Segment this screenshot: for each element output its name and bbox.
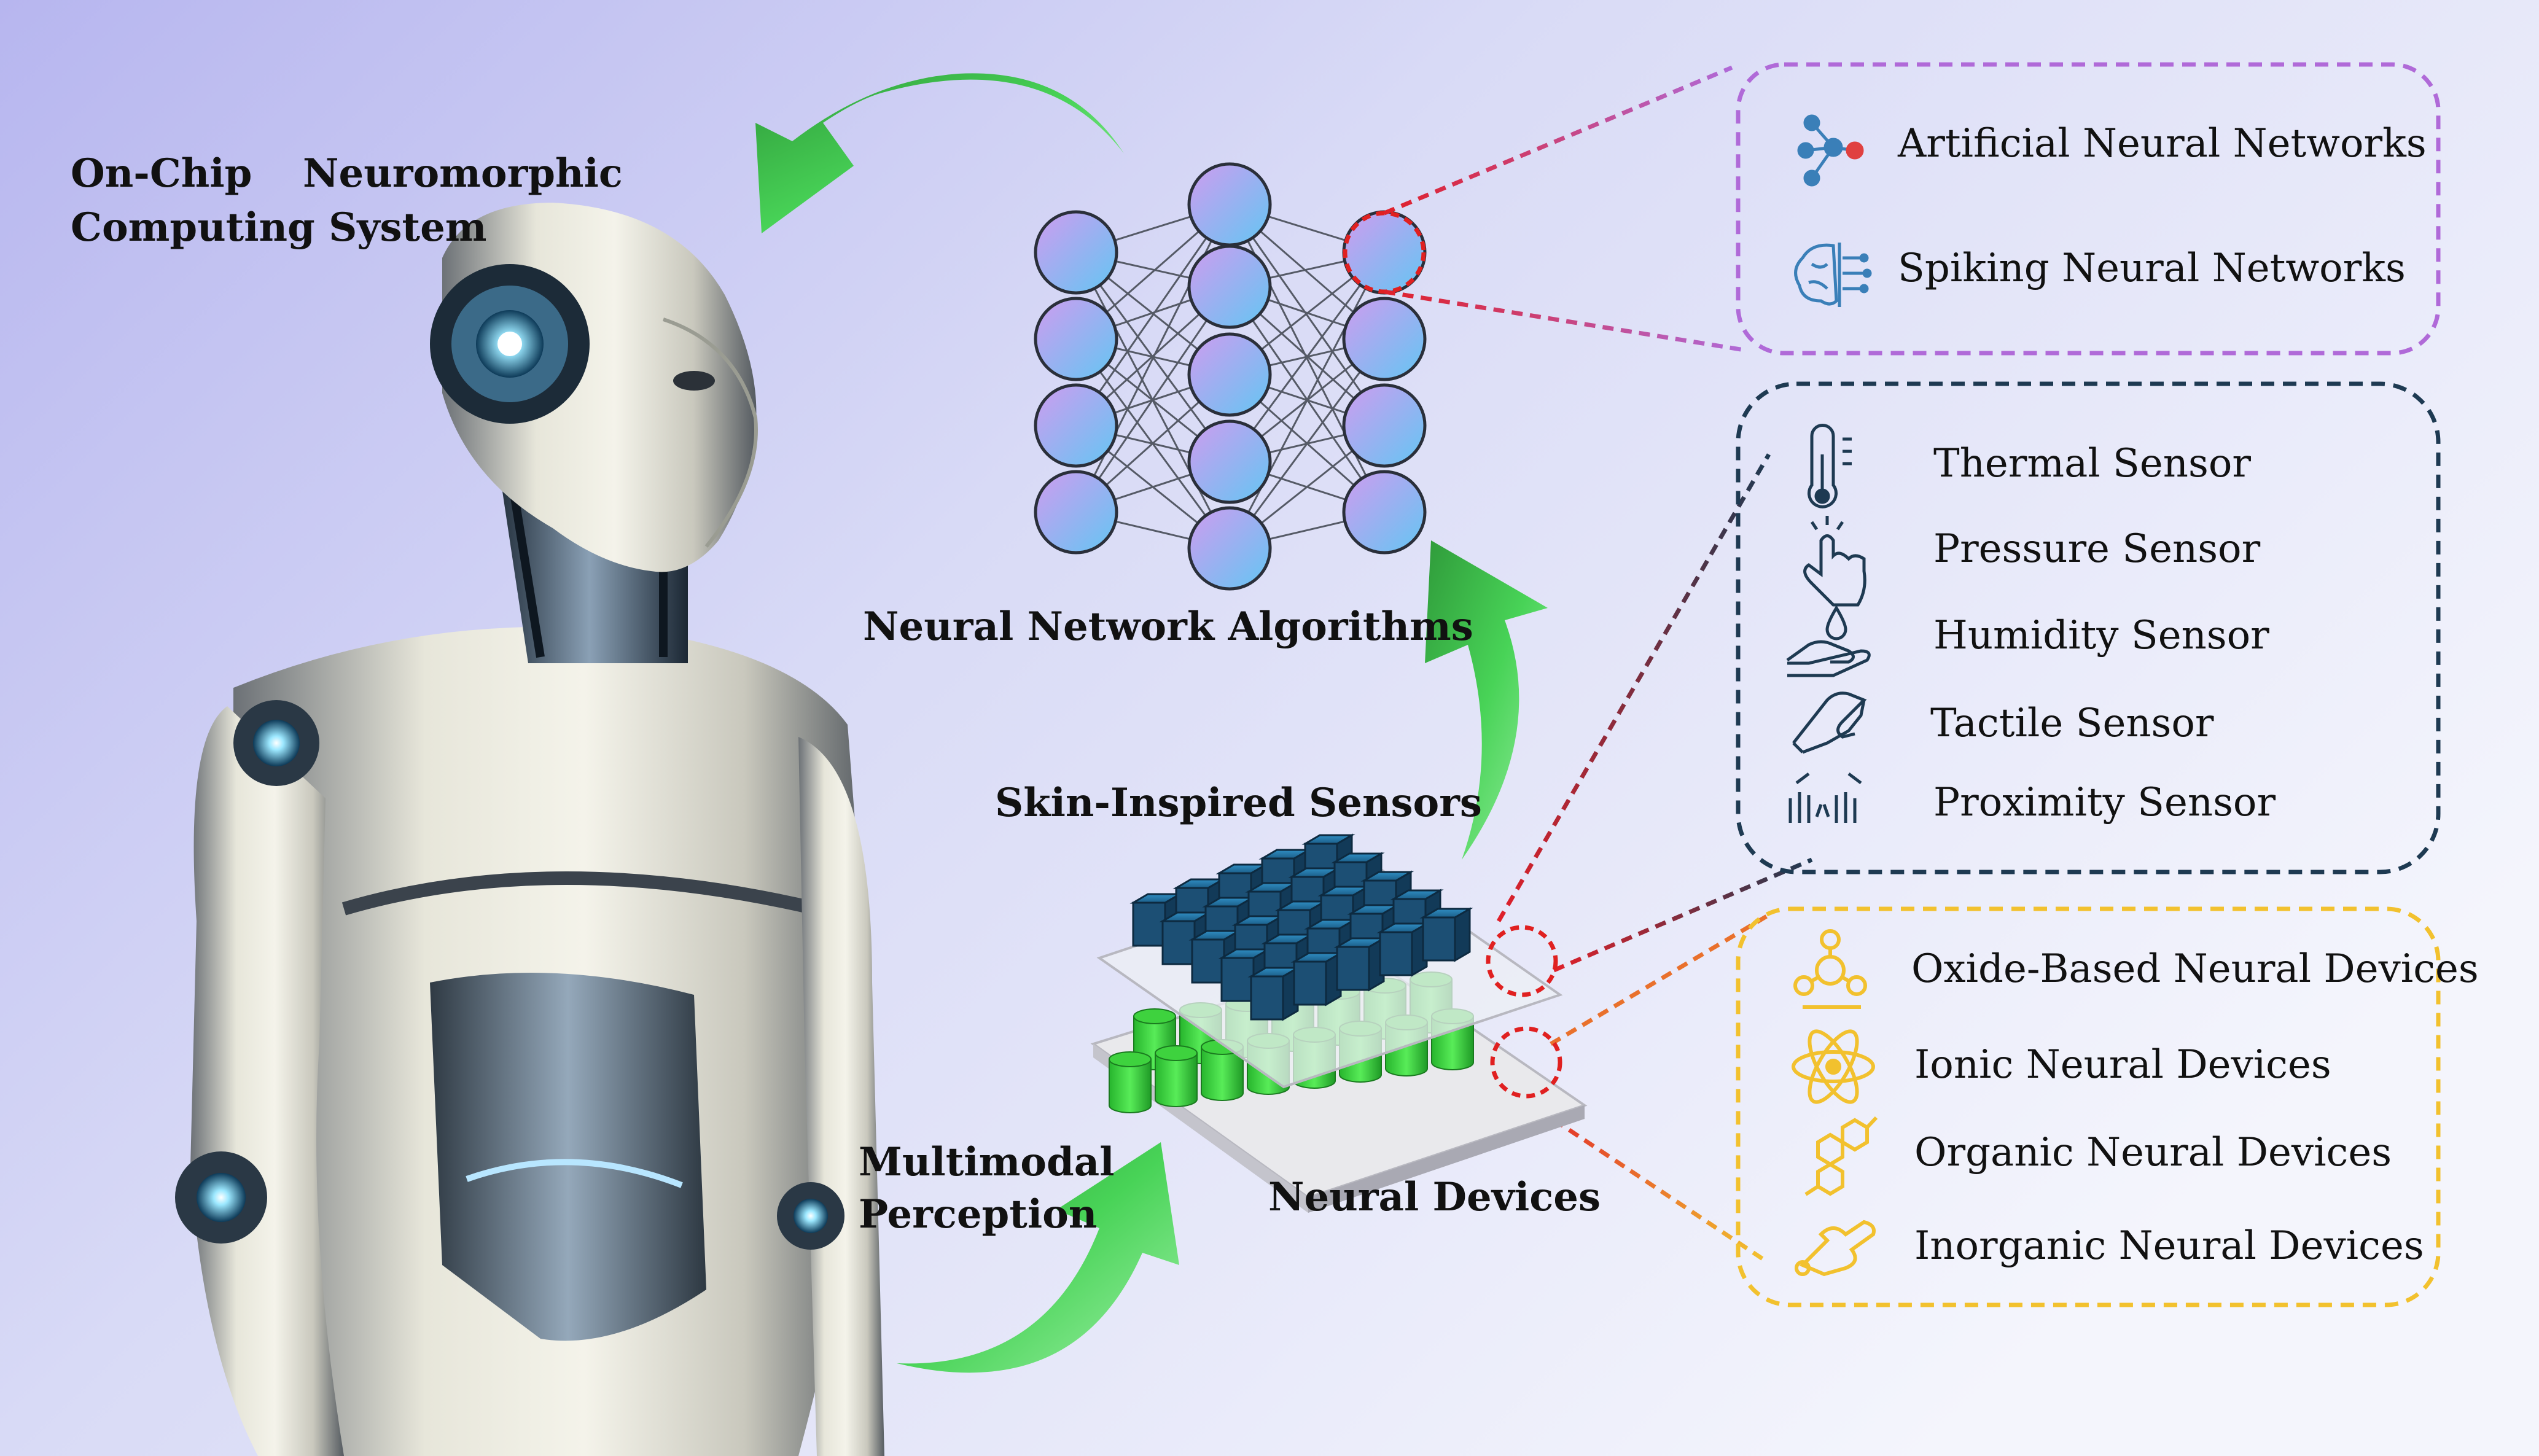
robot-title-line1-a: On-Chip — [71, 150, 252, 197]
network-node-layer-2 — [1187, 332, 1272, 417]
devices-item-oxide: Oxide-Based Neural Devices — [1911, 946, 2479, 992]
network-node-layer-2 — [1187, 419, 1272, 504]
sensors-item-humidity: Humidity Sensor — [1933, 613, 2269, 658]
network-edge — [1228, 252, 1386, 549]
network-node-layer-2 — [1187, 506, 1272, 591]
sensor-cubes — [1129, 833, 1473, 1021]
network-node-layer-3 — [1342, 383, 1427, 468]
devices-item-inorganic: Inorganic Neural Devices — [1914, 1223, 2424, 1269]
thermometer-icon — [1808, 424, 1852, 508]
connector-sensors-top — [1496, 453, 1771, 922]
connector-sensors-bottom — [1553, 857, 1813, 973]
network-node-layer-1 — [1034, 210, 1118, 295]
connector-devices-top — [1550, 913, 1770, 1046]
sensor-cube — [1247, 966, 1301, 1021]
network-node-layer-3 — [1342, 297, 1427, 381]
arrow-to-robot — [755, 73, 1124, 233]
networks-item-ann: Artificial Neural Networks — [1898, 121, 2427, 166]
network-node-layer-3 — [1342, 470, 1427, 555]
connector-network-bottom — [1384, 289, 1745, 352]
network-node-layer-1 — [1034, 297, 1118, 381]
devices-item-organic: Organic Neural Devices — [1914, 1130, 2392, 1175]
handshake-icon — [1792, 691, 1867, 754]
network-edge — [1075, 204, 1231, 426]
device-cylinder — [1109, 1051, 1152, 1113]
connector-network-top — [1383, 65, 1733, 216]
sensors-item-thermal: Thermal Sensor — [1933, 441, 2251, 486]
network-edge — [1075, 286, 1231, 513]
oxide-molecule-icon — [1793, 929, 1867, 1009]
network-node-layer-2 — [1187, 162, 1272, 247]
devices-box — [1736, 906, 2441, 1307]
finger-press-icon — [1803, 516, 1866, 607]
device-cylinder — [1155, 1045, 1198, 1107]
networks-box — [1736, 62, 2441, 356]
network-edge — [1228, 338, 1386, 549]
sensors-item-tactile: Tactile Sensor — [1930, 701, 2214, 746]
hands-proximity-icon — [1788, 773, 1862, 823]
algorithms-label: Neural Network Algorithms — [863, 604, 1473, 650]
network-node-layer-2 — [1187, 244, 1272, 329]
perception-label-line1: Multimodal — [859, 1139, 1115, 1185]
sensor-cube — [1419, 907, 1473, 962]
neural-network-nodes — [1034, 162, 1427, 591]
brain-chip-icon — [1794, 243, 1872, 307]
sensors-label: Skin-Inspired Sensors — [995, 780, 1482, 826]
network-edge — [1228, 204, 1386, 426]
robot-title-line2: Computing System — [71, 204, 487, 251]
network-node-layer-1 — [1034, 383, 1118, 468]
sensor-device-stack — [1090, 833, 1588, 1213]
networks-item-snn: Spiking Neural Networks — [1898, 246, 2406, 291]
sensors-box — [1736, 381, 2441, 874]
arrow-to-sensors — [897, 1142, 1179, 1373]
network-edge — [1228, 252, 1386, 462]
perception-label-line2: Perception — [859, 1191, 1098, 1237]
hand-droplet-icon — [1786, 605, 1871, 677]
neural-network-icon — [1797, 114, 1864, 187]
devices-label: Neural Devices — [1268, 1174, 1601, 1220]
device-highlight-circle — [1490, 1026, 1562, 1099]
connector-devices-bottom — [1522, 1097, 1764, 1261]
network-node-layer-1 — [1034, 470, 1118, 555]
sensors-item-pressure: Pressure Sensor — [1933, 526, 2261, 572]
inorganic-structure-icon — [1795, 1220, 1876, 1277]
robot-title-line1-b: Neuromorphic — [303, 150, 623, 197]
atom-icon — [1792, 1029, 1875, 1104]
devices-item-ionic: Ionic Neural Devices — [1914, 1042, 2331, 1088]
arrow-to-algorithms — [1425, 540, 1548, 860]
sensor-highlight-circle — [1486, 925, 1558, 997]
robot-illustration — [175, 203, 884, 1456]
sensor-cube — [1376, 922, 1430, 977]
hexagon-molecule-icon — [1804, 1116, 1878, 1196]
sensor-cube — [1333, 936, 1387, 992]
sensors-item-proximity: Proximity Sensor — [1933, 780, 2276, 825]
sensor-cube — [1290, 951, 1344, 1006]
